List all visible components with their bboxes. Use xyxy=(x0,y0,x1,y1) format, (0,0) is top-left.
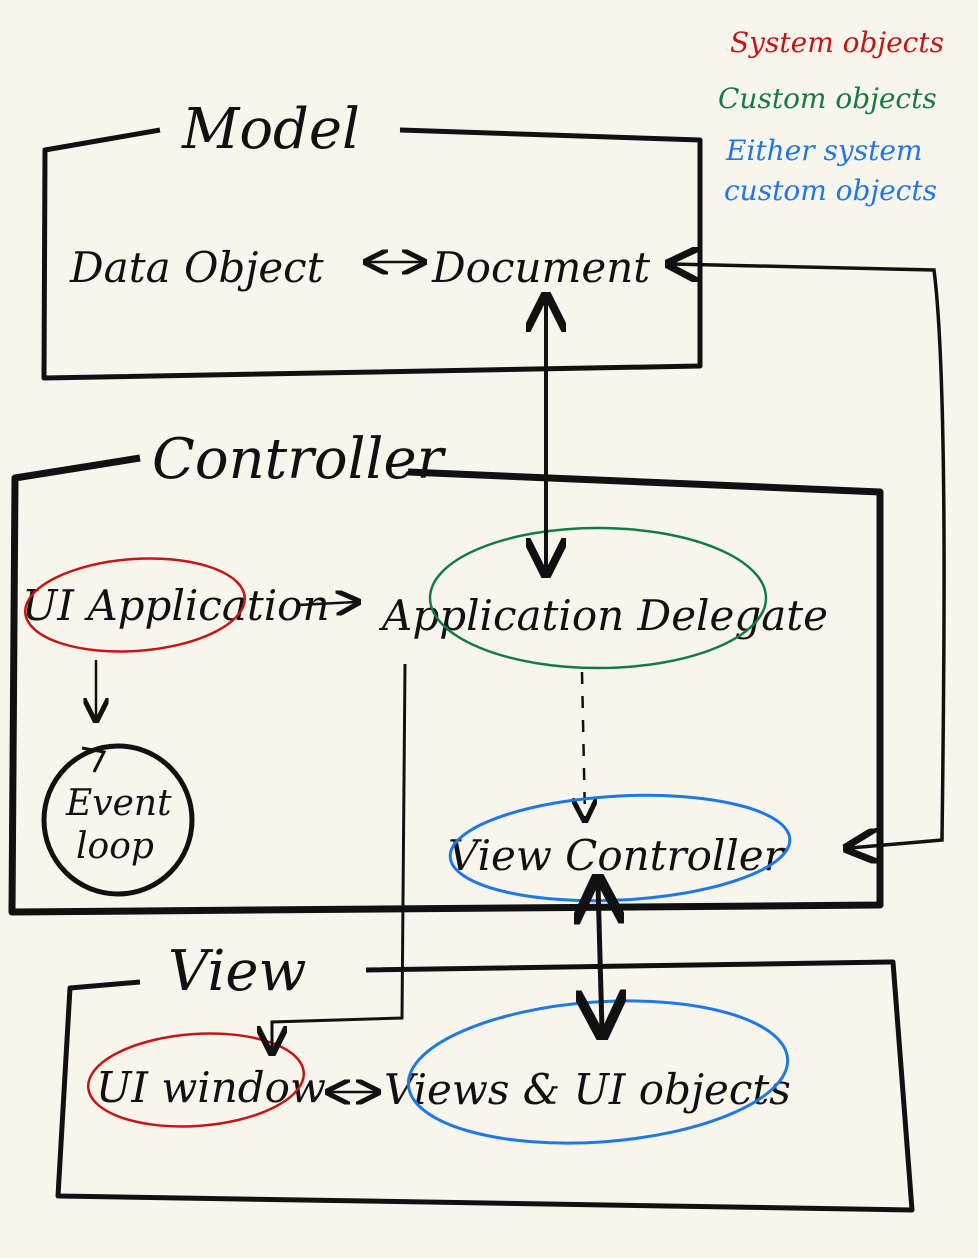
ui-window-system-ring xyxy=(86,1032,306,1128)
model-title: Model xyxy=(181,97,360,162)
delegate-uiwindow-connector xyxy=(272,663,407,1050)
views-ui-objects-label: Views & UI objects xyxy=(384,1065,791,1114)
event-loop-circle xyxy=(41,743,195,897)
ui-application-system-ring xyxy=(23,557,247,653)
ui-application-delegate-arrow xyxy=(297,602,356,605)
delegate-viewcontroller-dashed-arrow xyxy=(582,671,585,818)
legend-system-objects: System objects xyxy=(730,26,944,59)
view-title: View xyxy=(168,939,306,1004)
legend-either-line1: Either system xyxy=(725,134,922,167)
controller-box: Controller UI Application Application De… xyxy=(8,427,884,916)
document-viewcontroller-connector xyxy=(672,264,946,848)
model-box: Model Data Object Document xyxy=(41,97,703,381)
controller-title: Controller xyxy=(152,427,447,492)
ui-window-label: UI window xyxy=(96,1063,326,1112)
event-loop-arrowhead xyxy=(81,746,107,773)
document-label: Document xyxy=(431,243,650,292)
event-loop-line2: loop xyxy=(76,826,154,867)
data-object-label: Data Object xyxy=(69,243,324,292)
legend: System objects Custom objects Either sys… xyxy=(718,26,944,207)
legend-custom-objects: Custom objects xyxy=(718,82,937,115)
ui-application-label: UI Application xyxy=(22,581,330,630)
event-loop-line1: Event xyxy=(65,783,172,824)
viewcontroller-views-arrow xyxy=(598,884,602,1030)
legend-either-line2: custom objects xyxy=(724,174,937,207)
view-box: View UI window Views & UI objects xyxy=(55,939,915,1213)
view-controller-label: View Controller xyxy=(448,831,787,880)
